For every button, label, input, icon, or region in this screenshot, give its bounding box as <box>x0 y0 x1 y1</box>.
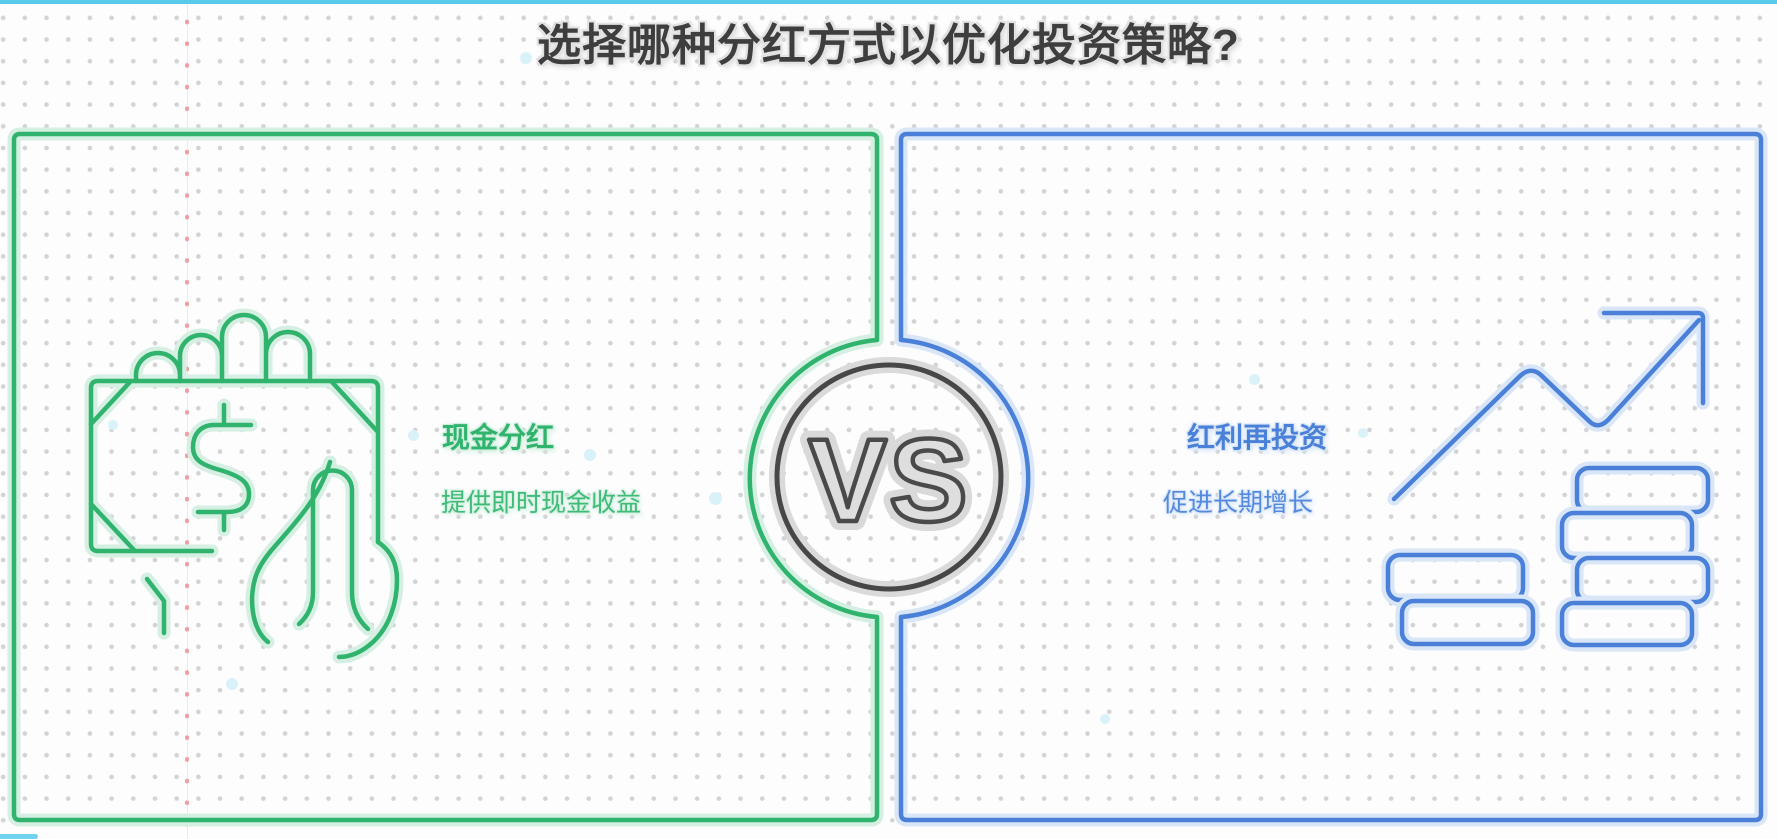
vs-badge: VS VS <box>777 365 1001 589</box>
decor-dot <box>1249 374 1260 385</box>
left-card-title: 现金分红 <box>442 422 555 453</box>
decor-dot <box>108 420 118 430</box>
decor-dot <box>1358 428 1368 438</box>
right-card-title: 红利再投资 <box>1187 422 1328 453</box>
decor-dot <box>584 449 596 461</box>
page-title: 选择哪种分红方式以优化投资策略? <box>537 21 1240 70</box>
growth-chart-coins-icon <box>1388 313 1708 645</box>
right-card-subtitle: 促进长期增长 <box>1163 489 1314 517</box>
hand-holding-cash-icon <box>91 315 397 657</box>
page-bottom-border-fragment <box>0 834 38 839</box>
reinvestment-card-outline <box>901 134 1761 820</box>
coin-stack-right <box>1562 468 1708 645</box>
red-guide-line <box>185 4 189 839</box>
decor-dot <box>226 678 238 690</box>
cash-dividend-card-outline <box>14 134 877 820</box>
decor-dot <box>1100 714 1110 724</box>
coin-stack-left <box>1388 555 1533 644</box>
left-card-subtitle: 提供即时现金收益 <box>441 489 642 517</box>
decor-dot <box>709 492 722 505</box>
page-top-border <box>0 0 1777 4</box>
decor-dot <box>520 52 532 64</box>
decor-dot <box>408 430 419 441</box>
decor-dot <box>1296 494 1308 506</box>
vs-label: VS <box>808 415 969 547</box>
vs-label-glow: VS <box>808 415 969 547</box>
